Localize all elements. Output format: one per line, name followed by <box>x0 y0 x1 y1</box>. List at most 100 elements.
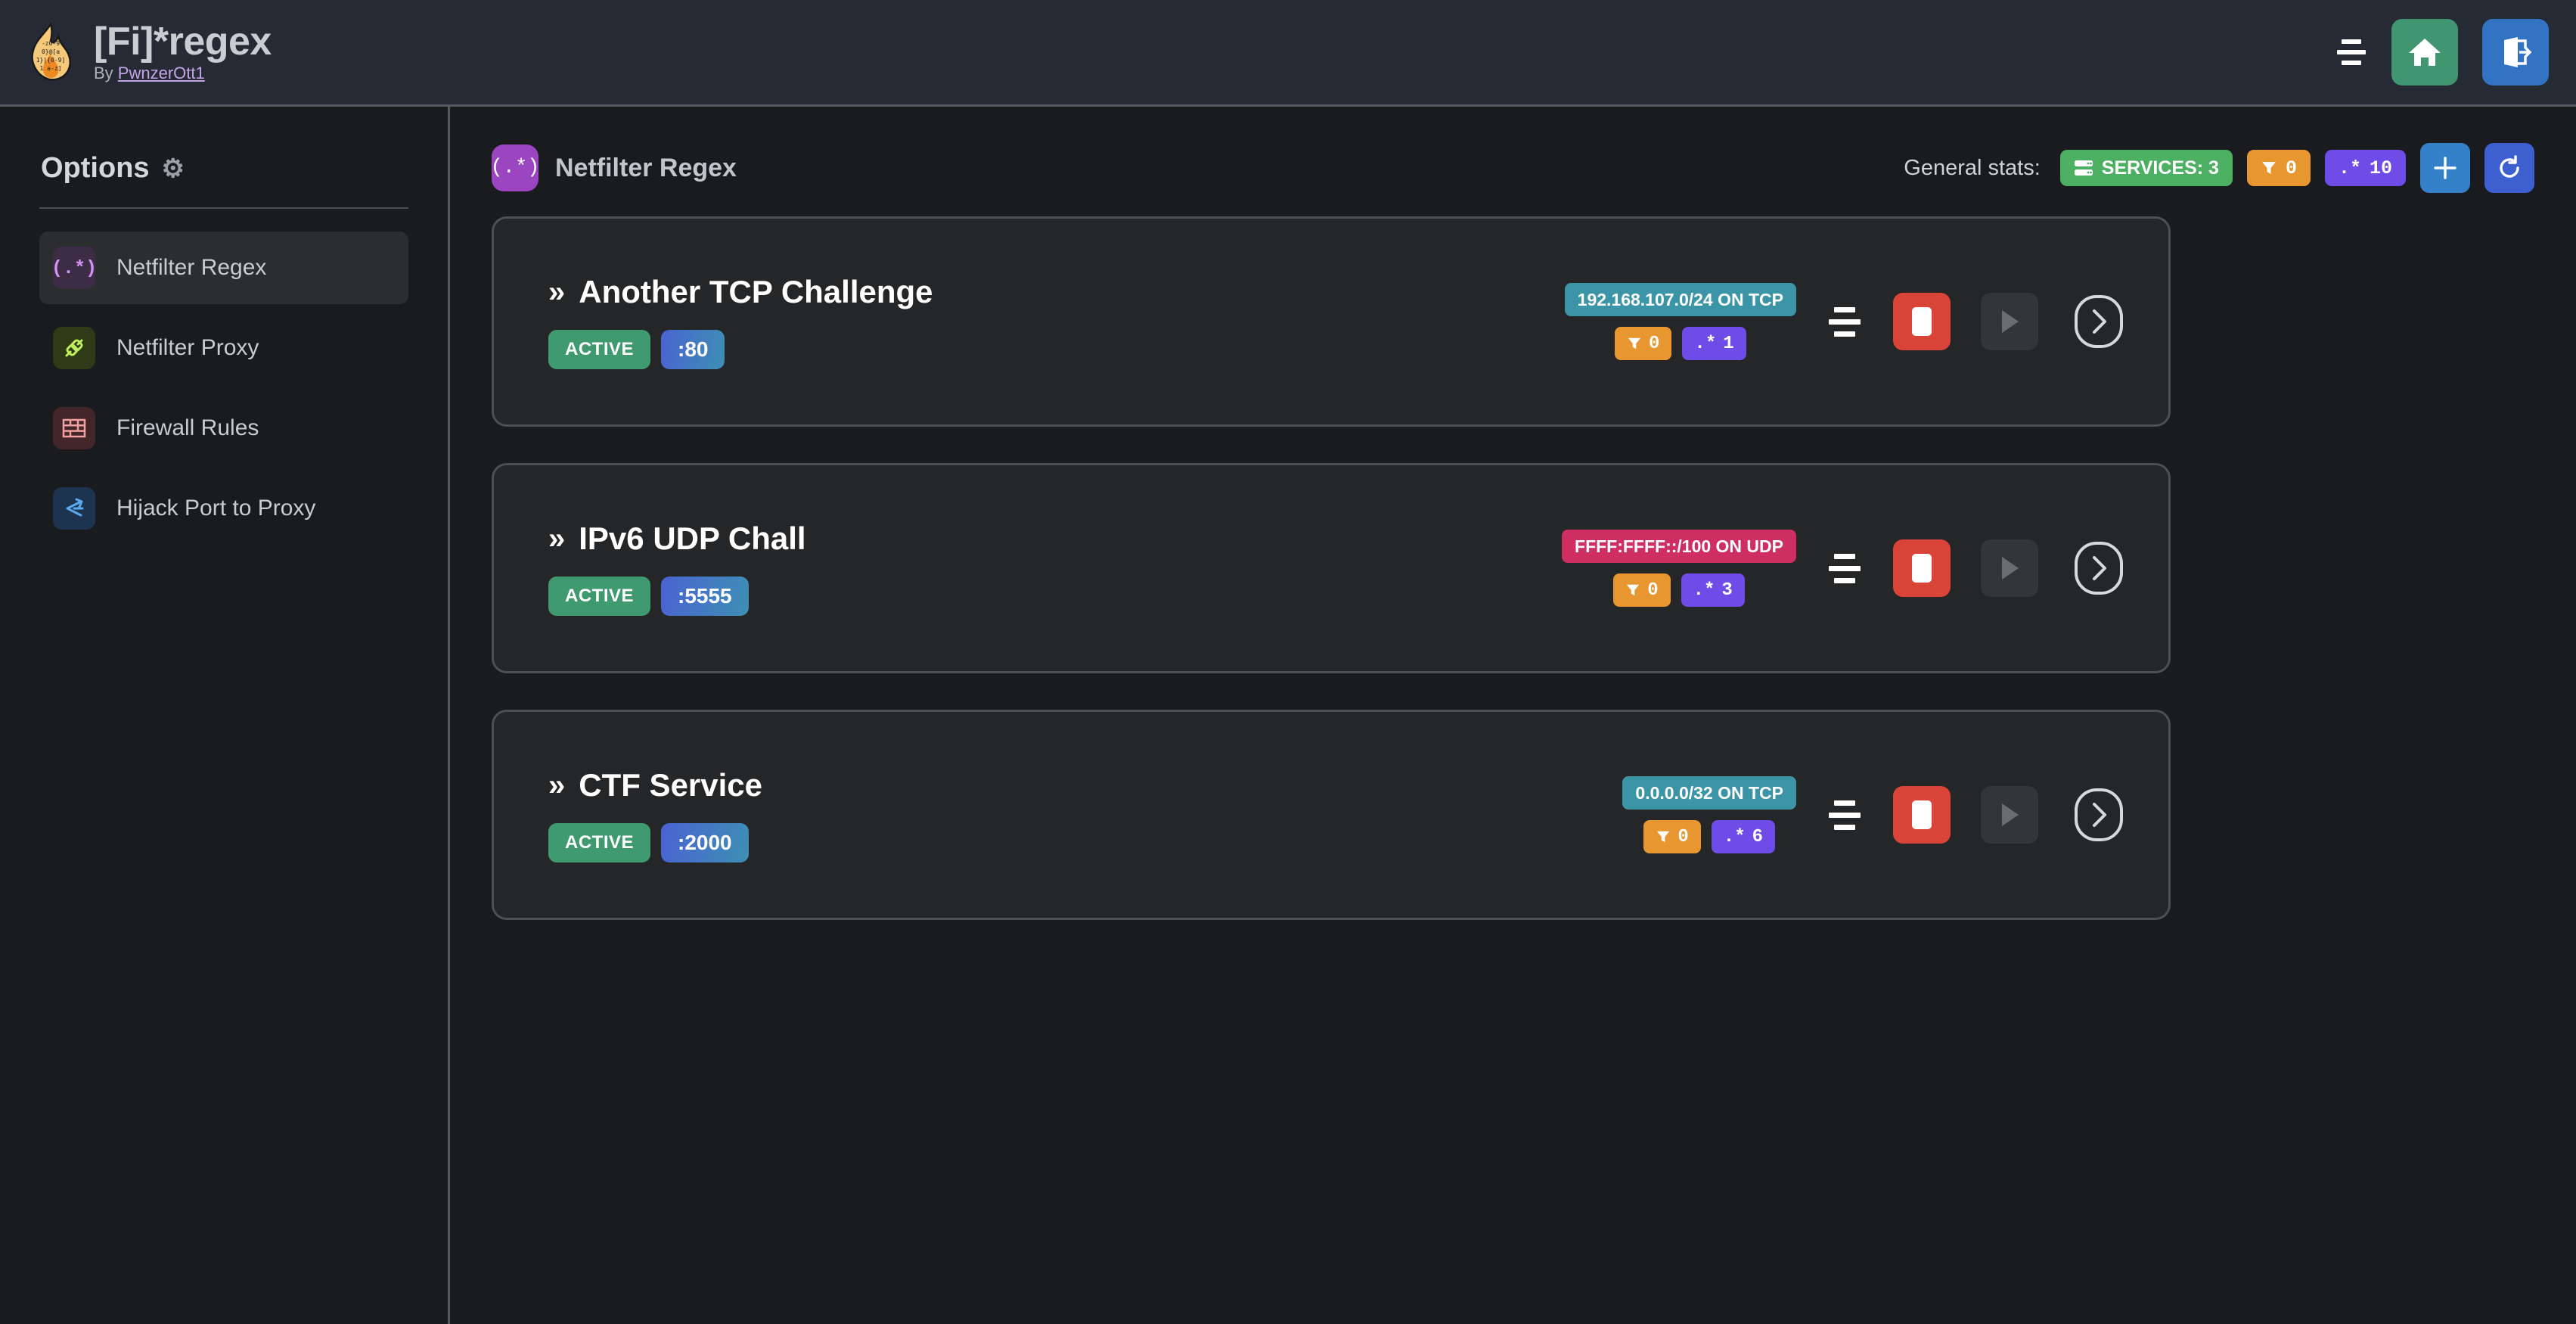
service-info: » Another TCP Challenge ACTIVE :80 <box>548 274 933 369</box>
header-actions <box>2335 19 2549 85</box>
sidebar-item-label: Netfilter Regex <box>116 255 267 280</box>
play-button[interactable] <box>1981 539 2038 597</box>
status-badge: ACTIVE <box>548 577 651 616</box>
service-details-button[interactable] <box>2069 291 2129 352</box>
service-counters: 0 .* 3 <box>1613 573 1745 607</box>
sort-lines-icon[interactable] <box>1826 306 1863 337</box>
sort-lines-icon[interactable] <box>1826 800 1863 830</box>
service-info: » IPv6 UDP Chall ACTIVE :5555 <box>548 521 806 616</box>
regex-dot-star-icon: .* <box>2338 157 2361 179</box>
play-icon <box>2002 803 2019 826</box>
service-meta: FFFF:FFFF::/100 ON UDP 0 .* 3 <box>1562 530 1796 607</box>
filter-count-badge: 0 <box>1613 573 1671 607</box>
add-service-button[interactable] <box>2420 143 2470 193</box>
play-button[interactable] <box>1981 786 2038 844</box>
service-card[interactable]: » IPv6 UDP Chall ACTIVE :5555 FFFF:FFFF:… <box>492 463 2171 673</box>
status-badge-regex: .* 10 <box>2324 150 2406 186</box>
service-counters: 0 .* 1 <box>1615 327 1746 360</box>
regex-icon: (.*) <box>51 247 97 289</box>
sidebar-item-netfilter-proxy[interactable]: Netfilter Proxy <box>39 312 408 384</box>
play-icon <box>2002 557 2019 580</box>
main-content: (.*) Netfilter Regex General stats: SERV… <box>450 107 2576 1324</box>
funnel-icon <box>2261 162 2276 174</box>
byline: By PwnzerOtt1 <box>94 64 272 83</box>
service-details-button[interactable] <box>2069 785 2129 845</box>
author-link[interactable]: PwnzerOtt1 <box>117 64 205 83</box>
regex-count-badge: .* 3 <box>1681 573 1745 607</box>
network-badge: 0.0.0.0/32 ON TCP <box>1622 776 1796 810</box>
funnel-icon <box>1627 584 1640 596</box>
stop-icon <box>1912 307 1932 336</box>
service-name: Another TCP Challenge <box>579 274 933 309</box>
stats-label: General stats: <box>1904 155 2041 180</box>
port-badge: :80 <box>661 330 725 369</box>
sidebar-item-firewall-rules[interactable]: Firewall Rules <box>39 392 408 465</box>
regex-icon: (.*) <box>491 145 539 191</box>
service-info: » CTF Service ACTIVE :2000 <box>548 767 762 862</box>
app-title: [Fi]*regex <box>94 19 272 64</box>
regex-count: 6 <box>1752 826 1764 847</box>
sidebar-heading-label: Options <box>41 152 150 184</box>
service-actions: 192.168.107.0/24 ON TCP 0 .* 1 <box>1564 283 2129 360</box>
chevron-right-icon <box>2075 295 2123 348</box>
sidebar-item-label: Hijack Port to Proxy <box>116 496 316 521</box>
main-header: (.*) Netfilter Regex General stats: SERV… <box>491 141 2534 195</box>
refresh-button[interactable] <box>2484 143 2534 193</box>
status-badge-filters: 0 <box>2246 150 2311 186</box>
svg-text:0}@[a: 0}@[a <box>42 48 60 55</box>
sidebar-heading: Options ⚙ <box>39 152 408 185</box>
port-badge: :5555 <box>661 577 749 616</box>
funnel-icon <box>1657 831 1670 843</box>
play-icon <box>2002 310 2019 333</box>
server-icon <box>2074 160 2093 176</box>
service-card[interactable]: » Another TCP Challenge ACTIVE :80 192.1… <box>492 216 2171 427</box>
stop-button[interactable] <box>1893 786 1951 844</box>
double-chevron-icon: » <box>548 521 565 555</box>
home-icon <box>2409 39 2441 66</box>
flame-regex-logo-icon: -z0-9 0}@[a 1}|{0-9] 1 a-z] <box>31 23 72 81</box>
status-badge: ACTIVE <box>548 823 651 862</box>
logout-button[interactable] <box>2482 19 2549 85</box>
sidebar-nav: (.*) Netfilter Regex Netfilter Proxy <box>39 232 408 545</box>
service-pills: ACTIVE :5555 <box>548 577 806 616</box>
funnel-icon <box>1628 337 1641 350</box>
service-name: IPv6 UDP Chall <box>579 521 806 556</box>
stop-button[interactable] <box>1893 293 1951 350</box>
regex-count-badge: .* 1 <box>1682 327 1746 360</box>
byline-prefix: By <box>94 64 118 83</box>
stop-icon <box>1912 554 1932 583</box>
service-meta: 0.0.0.0/32 ON TCP 0 .* 6 <box>1622 776 1796 853</box>
service-actions: FFFF:FFFF::/100 ON UDP 0 .* 3 <box>1562 530 2129 607</box>
sidebar-item-label: Firewall Rules <box>116 415 259 440</box>
network-badge: FFFF:FFFF::/100 ON UDP <box>1562 530 1796 563</box>
home-button[interactable] <box>2391 19 2458 85</box>
double-chevron-icon: » <box>548 768 565 802</box>
top-header-bar: -z0-9 0}@[a 1}|{0-9] 1 a-z] [Fi]*regex B… <box>0 0 2576 107</box>
filter-count-badge: 0 <box>1615 327 1672 360</box>
regex-dot-star-icon: .* <box>1694 333 1717 354</box>
stop-button[interactable] <box>1893 539 1951 597</box>
service-pills: ACTIVE :2000 <box>548 823 762 862</box>
regex-count-badge: .* 6 <box>1711 820 1776 853</box>
filter-count: 0 <box>1647 580 1659 601</box>
sort-lines-icon[interactable] <box>1826 553 1863 583</box>
service-details-button[interactable] <box>2069 538 2129 598</box>
plus-icon <box>2434 157 2457 179</box>
filter-count: 0 <box>2285 157 2297 179</box>
page-title: Netfilter Regex <box>555 153 737 182</box>
chevron-right-icon <box>2075 542 2123 595</box>
port-badge: :2000 <box>661 823 749 862</box>
sidebar-item-hijack-port-to-proxy[interactable]: Hijack Port to Proxy <box>39 472 408 545</box>
page-title-group: (.*) Netfilter Regex <box>491 145 737 191</box>
service-pills: ACTIVE :80 <box>548 330 933 369</box>
service-counters: 0 .* 6 <box>1643 820 1776 853</box>
service-card[interactable]: » CTF Service ACTIVE :2000 0.0.0.0/32 ON… <box>492 710 2171 920</box>
gear-icon: ⚙ <box>161 154 185 183</box>
regex-count: 3 <box>1721 580 1733 601</box>
status-badge-services: SERVICES: 3 <box>2059 150 2233 186</box>
sidebar-item-netfilter-regex[interactable]: (.*) Netfilter Regex <box>39 232 408 304</box>
service-actions: 0.0.0.0/32 ON TCP 0 .* 6 <box>1622 776 2129 853</box>
play-button[interactable] <box>1981 293 2038 350</box>
hamburger-icon[interactable] <box>2335 39 2367 65</box>
service-title-row: » Another TCP Challenge <box>548 274 933 310</box>
